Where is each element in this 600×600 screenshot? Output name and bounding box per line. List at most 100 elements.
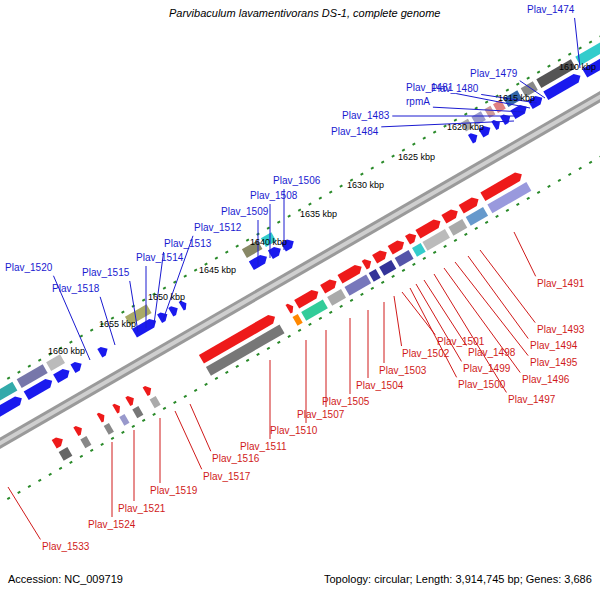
leader-line [160, 418, 161, 483]
gene-label: Plav_1507 [297, 410, 344, 420]
cog-box [80, 436, 91, 448]
scale-label: 1645 kbp [199, 266, 236, 275]
leader-line [112, 442, 113, 517]
gene-label: Plav_1516 [212, 454, 259, 464]
leader-line [175, 411, 202, 469]
leader-line [402, 292, 435, 335]
leader-line [481, 94, 537, 103]
gene-layer [0, 39, 600, 520]
scale-label: 1630 kbp [347, 181, 384, 190]
gene-label: Plav_1508 [250, 191, 297, 201]
cog-box [412, 243, 426, 257]
gene-label: Plav_1520 [5, 263, 52, 273]
reverse-gene [441, 207, 460, 224]
cog-box [132, 406, 143, 418]
footer-text: Accession: NC_009719 [8, 574, 123, 585]
leader-line [480, 250, 535, 323]
cog-box [327, 289, 346, 306]
gene-label: Plav_1483 [342, 111, 389, 121]
gene-label: Plav_1513 [164, 239, 211, 249]
forward-gene [53, 366, 72, 383]
forward-gene [249, 252, 270, 270]
leader-line [350, 318, 351, 394]
forward-gene [168, 304, 180, 317]
scale-label: 1635 kbp [300, 210, 337, 219]
gene-label: Plav_1511 [240, 442, 287, 452]
gene-label: Plav_1509 [221, 207, 268, 217]
cog-box [293, 314, 303, 326]
gene-label: Plav_1493 [537, 325, 584, 335]
reverse-gene [143, 384, 154, 396]
cog-box [17, 364, 48, 388]
cog-box [59, 447, 73, 461]
scale-label: 1655 kbp [99, 320, 136, 329]
gene-label: rpmA [406, 97, 430, 107]
leader-lines [8, 18, 580, 539]
cog-box [448, 219, 467, 236]
reverse-gene [388, 238, 407, 255]
gene-label: Plav_1499 [463, 364, 510, 374]
gene-label: Plav_1506 [273, 176, 320, 186]
reverse-gene [405, 231, 419, 245]
gene-label: Plav_1510 [270, 426, 317, 436]
gene-label: Plav_1481 [406, 83, 453, 93]
scale-label: 1650 kbp [148, 293, 185, 302]
cog-box [0, 382, 17, 418]
cog-box [379, 260, 396, 276]
reverse-gene [320, 277, 339, 294]
scale-label: 1620 kbp [447, 123, 484, 132]
leader-line [270, 204, 271, 258]
cog-box [466, 207, 488, 226]
scale-label: 1615 kbp [498, 94, 535, 103]
reverse-gene [286, 302, 296, 314]
cog-box [104, 423, 114, 435]
forward-gene [157, 310, 170, 323]
leader-line [444, 268, 520, 373]
cog-box [344, 275, 371, 296]
leader-line [392, 116, 519, 117]
reverse-gene [362, 257, 374, 270]
cog-box [119, 414, 129, 426]
forward-gene [0, 394, 24, 430]
gene-label: Plav_1503 [379, 366, 426, 376]
forward-gene [97, 344, 110, 357]
leader-line [468, 256, 528, 339]
forward-gene [70, 359, 84, 373]
leader-line [433, 107, 524, 112]
gene-label: Plav_1496 [522, 375, 569, 385]
gene-label: Plav_1518 [52, 284, 99, 294]
upper-dotted-line [0, 0, 600, 475]
reverse-gene [73, 424, 84, 436]
cog-box [487, 182, 531, 213]
leader-line [8, 487, 40, 539]
gene-label: Plav_1517 [203, 472, 250, 482]
map-title: Parvibaculum lavamentivorans DS-1, compl… [169, 8, 440, 19]
reverse-gene [372, 248, 389, 264]
cog-box [395, 250, 414, 267]
reverse-gene [97, 411, 107, 423]
cog-box [206, 325, 285, 376]
reverse-gene [112, 402, 122, 414]
leader-line [134, 430, 135, 501]
leader-line [190, 404, 211, 451]
scale-label: 1640 kbp [250, 238, 287, 247]
footer-text: Topology: circular; Length: 3,914,745 bp… [324, 574, 592, 585]
gene-label: Plav_1484 [331, 127, 378, 137]
gene-label: Plav_1512 [194, 223, 241, 233]
forward-gene [500, 112, 513, 125]
linear-band [0, 0, 600, 565]
scale-label: 1660 kbp [48, 347, 85, 356]
gene-label: Plav_1524 [88, 520, 135, 530]
gene-label: Plav_1515 [82, 268, 129, 278]
forward-gene [491, 118, 502, 130]
cog-box [150, 396, 161, 408]
gene-label: Plav_1491 [537, 279, 584, 289]
gene-label: Plav_1474 [527, 5, 574, 15]
leader-line [368, 310, 369, 378]
gene-label: Plav_1519 [150, 486, 197, 496]
gene-label: Plav_1497 [508, 395, 555, 405]
gene-label: Plav_1498 [468, 348, 515, 358]
lower-dotted-line [0, 65, 600, 565]
gene-label: Plav_1494 [530, 341, 577, 351]
